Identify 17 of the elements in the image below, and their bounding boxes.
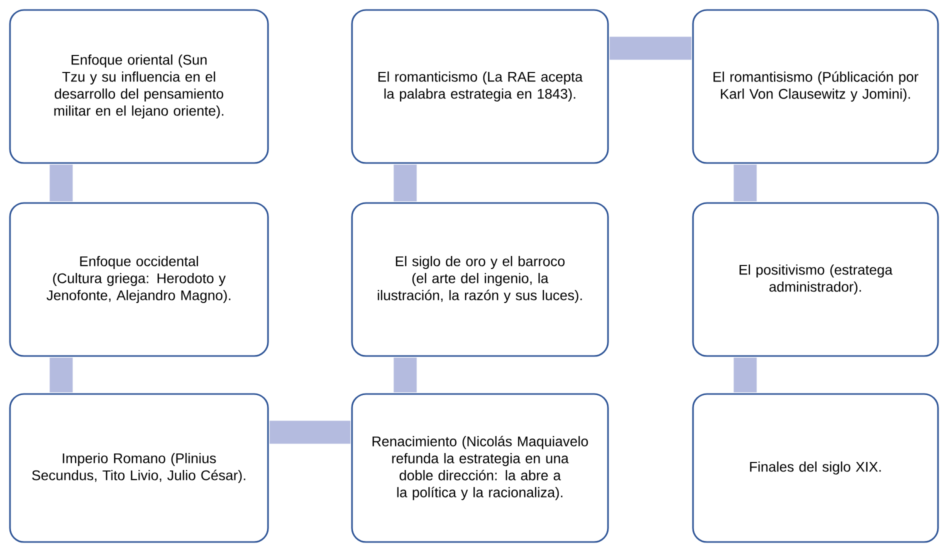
process-box: El romantisismo (Públicación por Karl Von Clausewitz y Jomini). xyxy=(692,9,939,164)
connector-bar xyxy=(270,420,350,444)
connector-bar xyxy=(734,358,757,392)
process-box: Enfoque oriental (Sun Tzu y su influencia en el desarrollo del pensamiento militar en el lejano oriente). xyxy=(9,9,269,164)
process-box: Renacimiento (Nicolás Maquiavelo refunda la estrategia en una doble dirección: la abre a la política y la racionaliza). xyxy=(351,393,609,543)
connector-bar xyxy=(50,358,73,392)
process-box: Imperio Romano (Plinius Secundus, Tito Livio, Julio César). xyxy=(9,393,269,543)
process-box: El romanticismo (La RAE acepta la palabra estrategia en 1843). xyxy=(351,9,609,164)
process-box: Enfoque occidental (Cultura griega: Herodoto y Jenofonte, Alejandro Magno). xyxy=(9,202,269,357)
connector-bar xyxy=(734,164,757,202)
connector-bar xyxy=(50,164,73,202)
connector-bar xyxy=(610,36,692,60)
connector-bar xyxy=(394,164,417,202)
process-box: El siglo de oro y el barroco (el arte del ingenio, la ilustración, la razón y sus luces). xyxy=(351,202,609,357)
connector-bar xyxy=(394,358,417,392)
process-box: El positivismo (estratega administrador). xyxy=(692,202,939,357)
process-box: Finales del siglo XIX. xyxy=(692,393,939,543)
